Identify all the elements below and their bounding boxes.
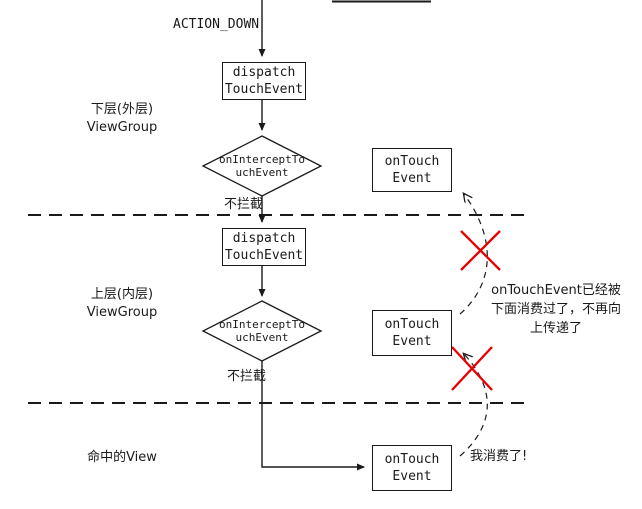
intercept-diamond-outer	[201, 135, 323, 197]
dispatch-touch-event-box-outer: dispatch TouchEvent	[222, 62, 306, 100]
ontouch-event-box-inner: onTouch Event	[372, 310, 452, 356]
hit-view-label: 命中的View	[87, 450, 157, 465]
dashed-return-arrow-inner-to-outer	[459, 194, 488, 315]
flow-arrow-intercept-inner-to-view-ontouch	[261, 361, 365, 471]
outer-viewgroup-label: 下层(外层) ViewGroup	[86, 102, 158, 135]
no-intercept-label-outer: 不拦截	[224, 197, 264, 212]
red-cross-inner	[451, 346, 493, 391]
intercept-diamond-outer-label: onInterceptTo uchEvent	[218, 153, 306, 179]
ontouch-event-box-outer: onTouch Event	[372, 148, 452, 192]
consumed-label: 我消费了!	[470, 449, 528, 464]
no-intercept-label-inner: 不拦截	[227, 369, 267, 384]
ontouch-event-box-view: onTouch Event	[372, 445, 452, 491]
red-cross-outer	[460, 230, 501, 271]
action-down-label: ACTION_DOWN	[173, 17, 260, 32]
intercept-diamond-inner	[201, 300, 323, 362]
inner-viewgroup-label: 上层(内层) ViewGroup	[86, 287, 158, 320]
intercept-diamond-inner-label: onInterceptTo uchEvent	[218, 318, 306, 344]
dispatch-touch-event-box-inner: dispatch TouchEvent	[222, 228, 306, 266]
consumed-explanation-note: onTouchEvent已经被 下面消费过了，不再向 上传递了	[490, 283, 621, 336]
